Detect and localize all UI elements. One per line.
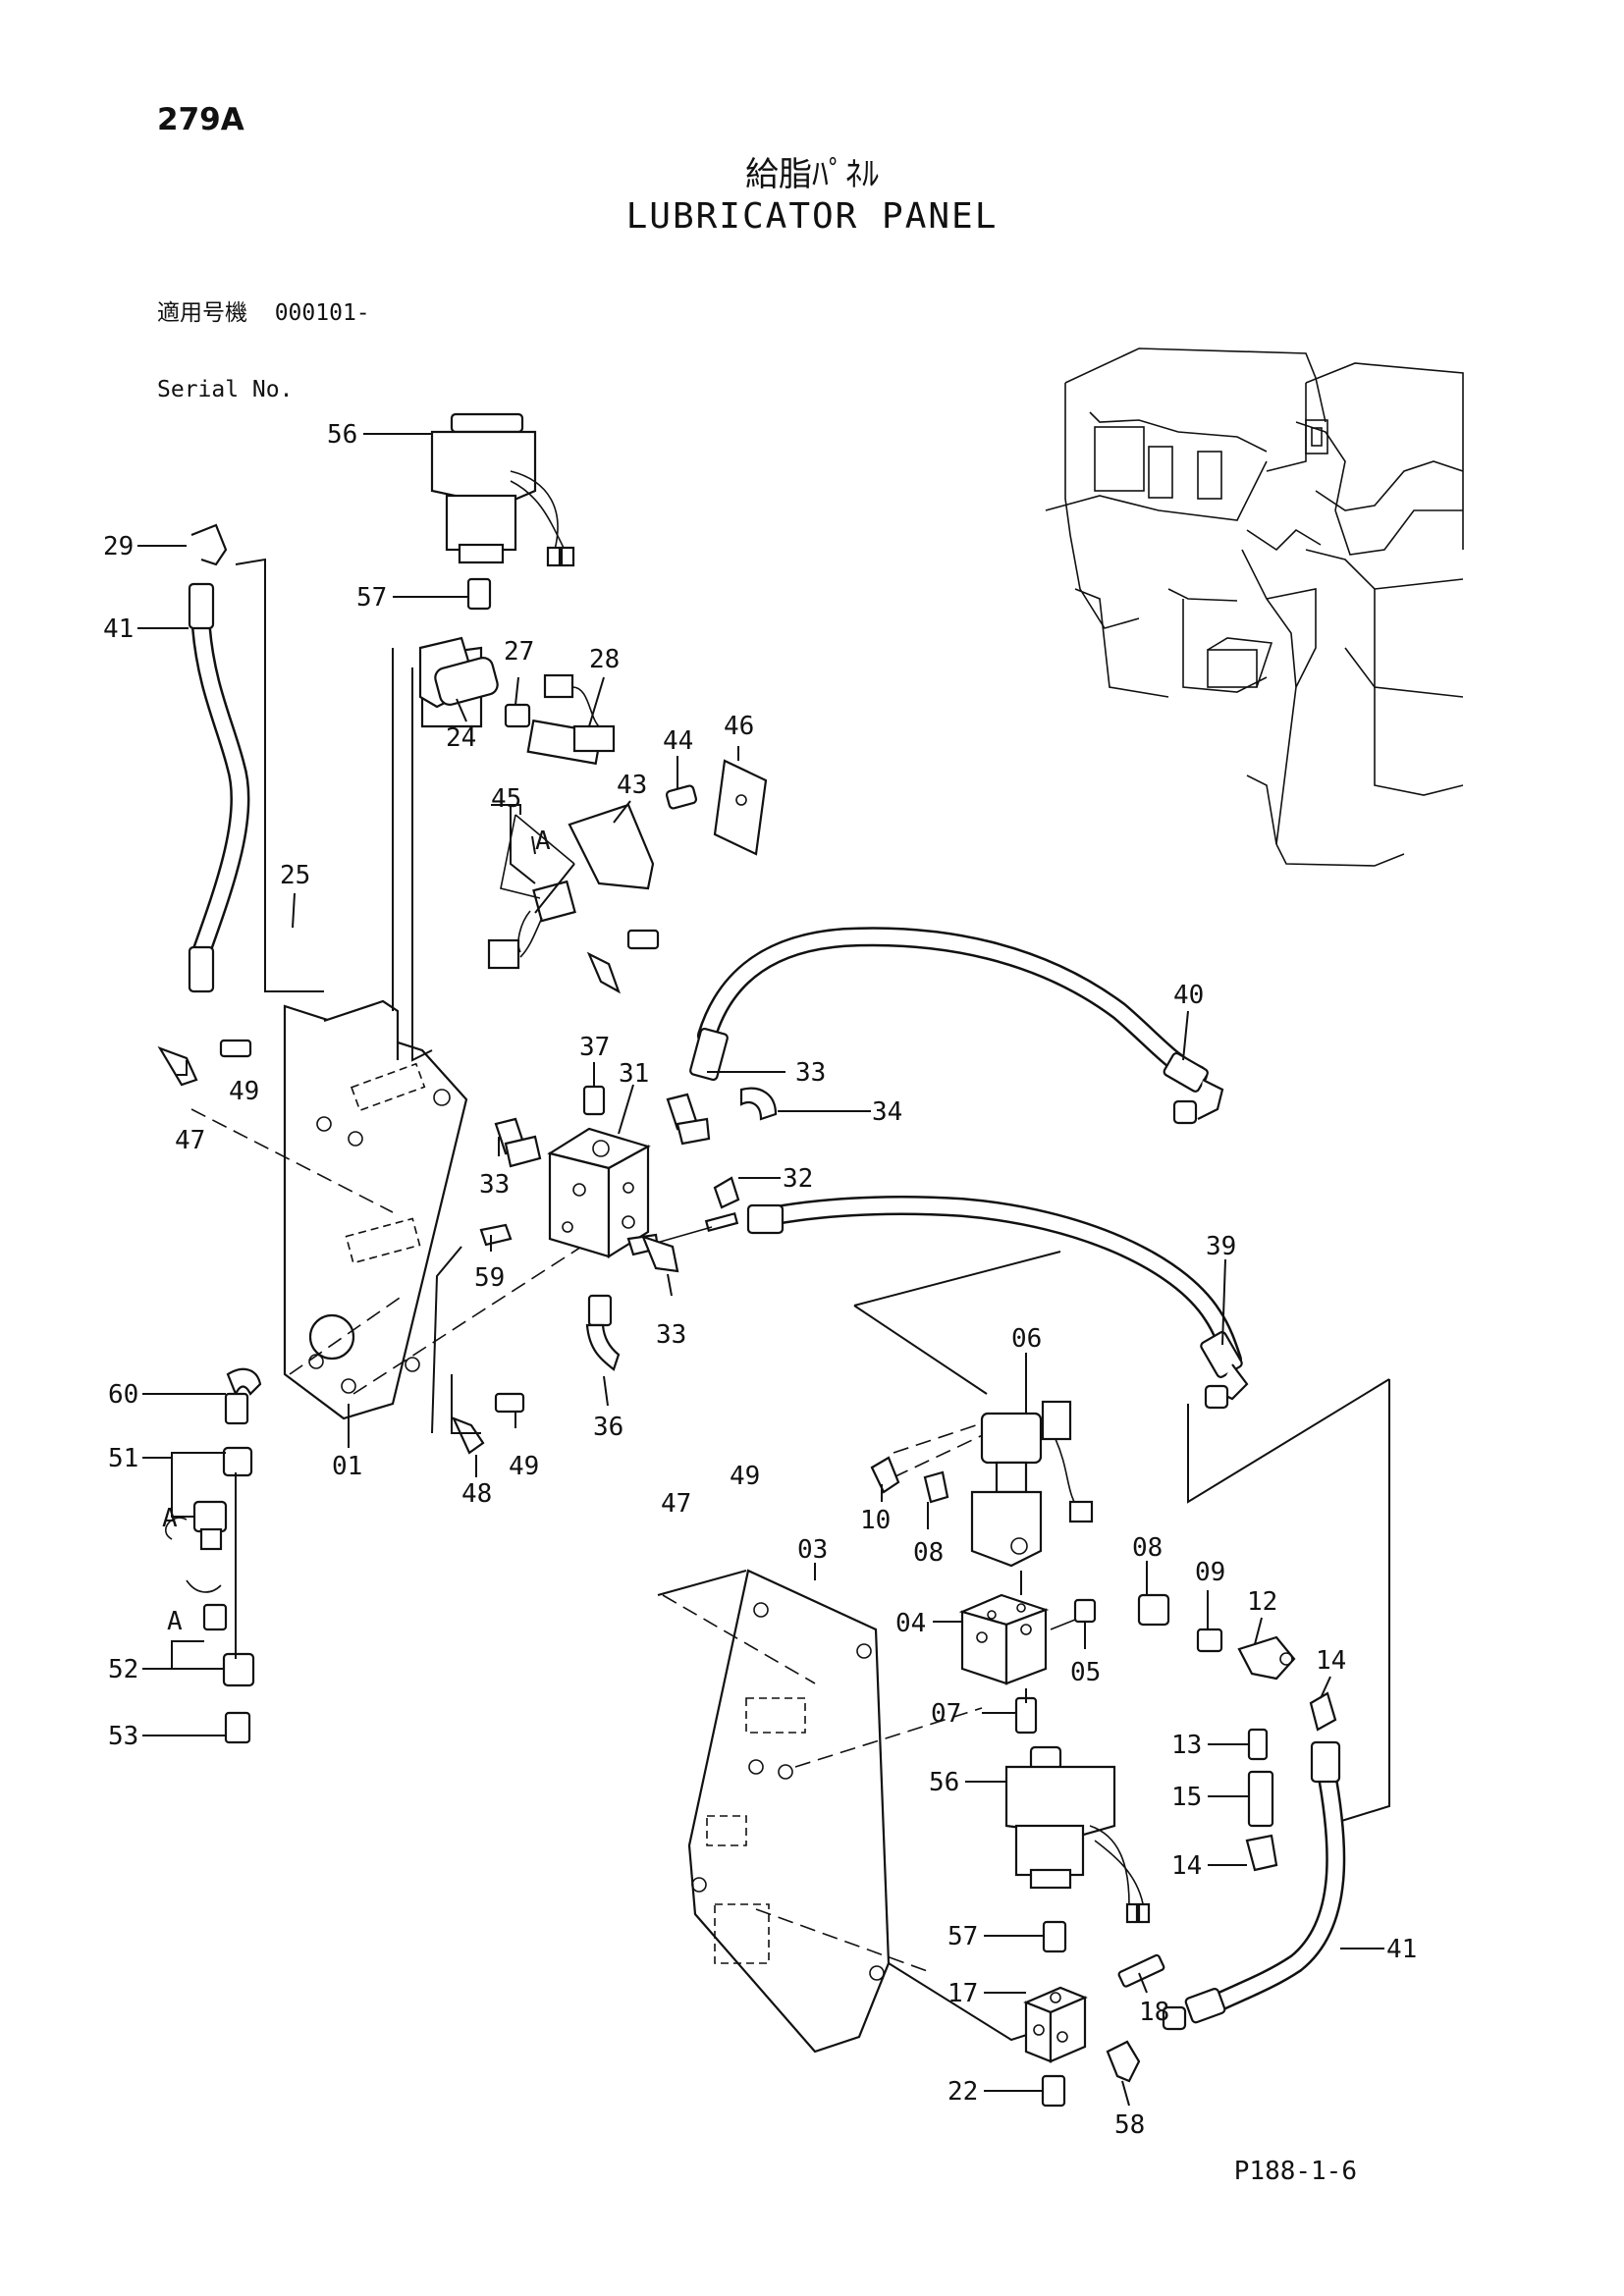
block-31 <box>547 1085 651 1258</box>
callout-10: 10 <box>860 1506 891 1535</box>
callout-53: 53 <box>108 1722 138 1751</box>
hose-40 <box>689 927 1224 1125</box>
callout-56-bottom: 56 <box>929 1768 959 1797</box>
callout-33-top: 33 <box>795 1058 826 1088</box>
callout-32: 32 <box>783 1164 813 1194</box>
callout-52: 52 <box>108 1655 138 1684</box>
machine-overview-drawing <box>1045 347 1464 867</box>
callout-13: 13 <box>1171 1731 1202 1760</box>
valve-06 <box>870 1400 1094 1568</box>
valve-56-bottom <box>1004 1745 1151 1953</box>
serial-block: 適用号機 000101- Serial No. <box>157 249 370 428</box>
callout-39: 39 <box>1206 1232 1236 1261</box>
callout-43: 43 <box>617 771 647 800</box>
callout-49-left: 49 <box>229 1077 259 1106</box>
callout-57-bottom: 57 <box>947 1922 978 1951</box>
fittings-around-31 <box>479 1087 778 1371</box>
callout-28: 28 <box>589 645 620 674</box>
leader-lines <box>137 433 1384 2107</box>
parts-43-44-45-46 <box>487 759 768 970</box>
block-17 <box>1023 1953 1165 2108</box>
callout-44: 44 <box>663 726 693 756</box>
callout-41-left: 41 <box>103 614 134 644</box>
callout-a-top: A <box>535 827 551 856</box>
serial-label-jp: 適用号機 <box>157 300 247 326</box>
panel-01 <box>283 999 468 1420</box>
callout-48: 48 <box>461 1479 492 1509</box>
callout-labels: 56 29 41 57 27 28 24 44 46 43 45 A 25 40… <box>103 420 1417 2140</box>
callout-a-left-2: A <box>167 1607 183 1636</box>
callout-03: 03 <box>797 1535 828 1565</box>
title-english: LUBRICATOR PANEL <box>625 196 999 237</box>
callout-40: 40 <box>1173 981 1204 1010</box>
callout-34: 34 <box>872 1097 902 1127</box>
callout-33-bottom: 33 <box>656 1320 686 1350</box>
callout-06: 06 <box>1011 1324 1042 1354</box>
callout-04: 04 <box>895 1609 926 1638</box>
callout-47-lower: 47 <box>661 1489 691 1519</box>
callout-58: 58 <box>1114 2110 1145 2140</box>
callout-45: 45 <box>491 784 521 814</box>
valve-56-top <box>430 412 575 567</box>
callout-59: 59 <box>474 1263 505 1293</box>
page-number: 279A <box>157 102 244 137</box>
callout-17: 17 <box>947 1979 978 2008</box>
callout-07: 07 <box>931 1699 961 1729</box>
leader-lines-left <box>190 558 590 1434</box>
parts-57-24-27-28 <box>418 577 616 766</box>
callout-24: 24 <box>446 723 476 753</box>
callout-29: 29 <box>103 532 134 561</box>
leader-box-right <box>853 1251 1390 1827</box>
callout-14-bottom: 14 <box>1171 1851 1202 1881</box>
block-04 <box>958 1571 1097 1735</box>
callout-57-top: 57 <box>356 583 387 613</box>
callout-33-left: 33 <box>479 1170 510 1200</box>
fittings-right <box>1137 1593 1337 1872</box>
hose-41-right <box>1162 1740 1346 2031</box>
serial-label-en: Serial No. <box>157 377 294 402</box>
callout-05: 05 <box>1070 1658 1101 1687</box>
callout-56-top: 56 <box>327 420 357 450</box>
callout-31: 31 <box>619 1059 649 1089</box>
hose-39 <box>746 1196 1249 1410</box>
footer-code: P188-1-6 <box>1233 2157 1357 2186</box>
callout-08-left: 08 <box>913 1538 944 1568</box>
callout-49-mid: 49 <box>509 1452 539 1481</box>
callout-08-right: 08 <box>1132 1533 1163 1563</box>
callout-18: 18 <box>1139 1998 1169 2027</box>
callout-a-left-1: A <box>162 1504 178 1533</box>
callout-14-top: 14 <box>1316 1646 1346 1676</box>
serial-value: 000101- <box>274 300 370 326</box>
callout-09: 09 <box>1195 1558 1225 1587</box>
callout-22: 22 <box>947 2077 978 2107</box>
hose-41-left <box>188 523 250 993</box>
callout-51: 51 <box>108 1444 138 1473</box>
callout-60: 60 <box>108 1380 138 1410</box>
callout-36: 36 <box>593 1413 623 1442</box>
callout-27: 27 <box>504 637 534 667</box>
callout-01: 01 <box>332 1452 362 1481</box>
callout-47-left: 47 <box>175 1126 205 1155</box>
callout-49-lower: 49 <box>730 1462 760 1491</box>
callout-12: 12 <box>1247 1587 1277 1617</box>
title-japanese: 給脂ﾊﾟﾈﾙ <box>745 155 879 194</box>
callout-15: 15 <box>1171 1783 1202 1812</box>
panel-03 <box>657 1569 1037 2054</box>
bracket-24-mount <box>392 646 483 1062</box>
callout-25: 25 <box>280 861 310 890</box>
callout-46: 46 <box>724 712 754 741</box>
callout-41-right: 41 <box>1386 1935 1417 1964</box>
coupler-group <box>165 1367 262 1744</box>
callout-37: 37 <box>579 1033 610 1062</box>
